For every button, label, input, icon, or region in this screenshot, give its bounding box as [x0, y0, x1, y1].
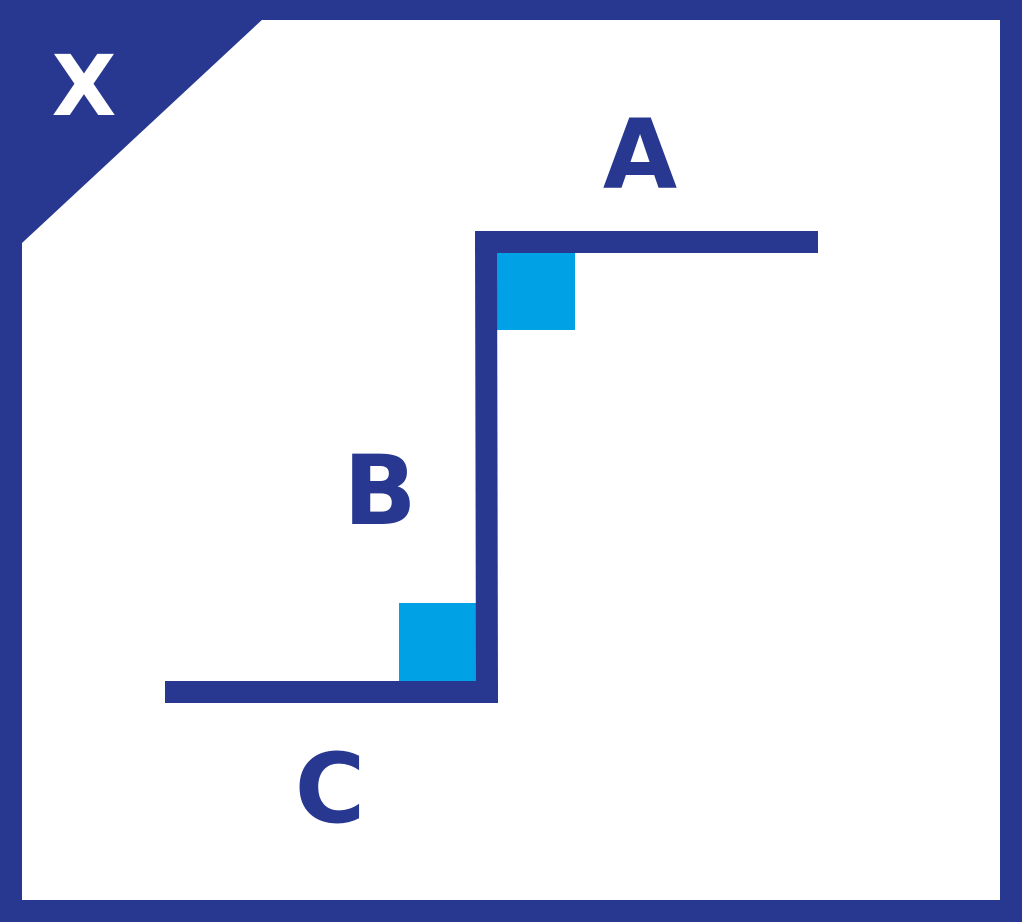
corner-badge: [0, 0, 264, 250]
label-b: B: [343, 435, 416, 547]
badge-label: X: [52, 37, 117, 135]
label-a: A: [603, 99, 677, 211]
right-angle-marker-bottom: [399, 603, 477, 682]
label-c: C: [295, 733, 365, 845]
right-angle-marker-top: [497, 253, 575, 330]
segment-b: [475, 230, 498, 704]
